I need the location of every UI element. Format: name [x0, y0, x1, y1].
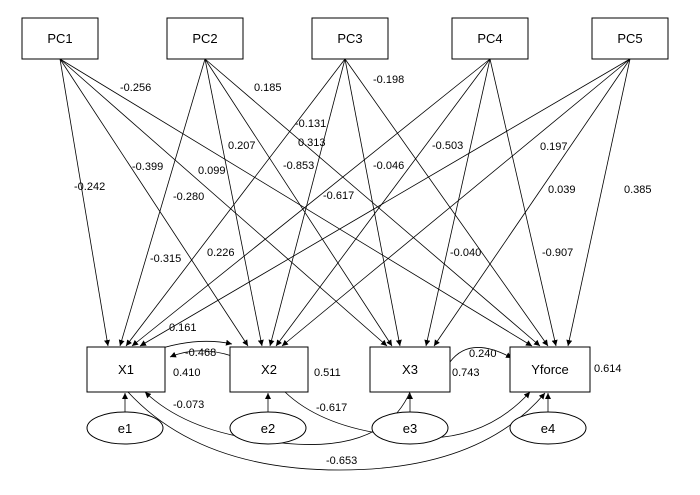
coef-pc2-x1: -0.315	[150, 253, 181, 265]
coef-pc3-yforce: -0.198	[373, 74, 404, 86]
coef-pc3-x3: -0.853	[283, 160, 314, 172]
coef-pc4-x3: -0.046	[373, 160, 404, 172]
arrow-pc5-x1	[139, 58, 631, 347]
yforce-label: Yforce	[531, 362, 569, 377]
coef-pc2-x3: 0.099	[198, 165, 226, 177]
arrow-pc3-x1	[125, 58, 346, 347]
arrow-pc5-yforce	[566, 58, 631, 347]
e4-ellipse	[509, 411, 587, 445]
arrow-pc3-yforce	[344, 58, 549, 347]
coef-pc3-x1: 0.226	[207, 247, 235, 259]
e2-label: e2	[261, 421, 275, 436]
pc2-box	[166, 17, 244, 60]
arrow-pc2-x2	[204, 58, 264, 347]
arrow-x1-yforce-curve	[127, 391, 546, 471]
error-arrows	[122, 393, 551, 412]
pc-path-coefficients: -0.256 0.185 -0.198 -0.131 0.207 0.313 -…	[74, 74, 652, 265]
coef-x3-x1: -0.073	[173, 399, 204, 411]
pc3-box	[311, 17, 389, 60]
coef-pc5-x1: -0.503	[432, 140, 463, 152]
coef-pc4-x1: -0.131	[295, 118, 326, 130]
coef-pc4-x2: -0.617	[323, 190, 354, 202]
pc-box-pc1: PC1	[21, 17, 99, 60]
arrow-pc3-x3	[344, 58, 402, 347]
coef-pc4-x3-second: -0.040	[450, 247, 481, 259]
coef-x2-x1: -0.468	[185, 347, 216, 359]
coef-pc1-x2: -0.399	[132, 161, 163, 173]
coef-pc5-x2: 0.197	[540, 141, 568, 153]
coef-pc2-yforce: 0.185	[254, 82, 282, 94]
pc-box-pc3: PC3	[311, 17, 389, 60]
x1-label: X1	[118, 362, 134, 377]
e3-label: e3	[403, 421, 417, 436]
arrow-pc2-x3	[204, 58, 393, 347]
arrow-x3-yforce-curve	[449, 347, 513, 363]
e1-label: e1	[118, 421, 132, 436]
coef-pc1-x1: -0.242	[74, 181, 105, 193]
arrow-pc4-yforce	[489, 58, 558, 347]
pc-box-pc5: PC5	[591, 17, 669, 60]
coef-pc2-x2: 0.207	[228, 140, 256, 152]
pc4-box	[451, 17, 529, 60]
pc5-box	[591, 17, 669, 60]
coef-pc5-yforce: 0.385	[624, 184, 652, 196]
arrow-pc4-x3	[424, 58, 491, 347]
arrow-pc1-x2	[59, 58, 249, 347]
arrow-pc4-x2	[275, 58, 491, 347]
pc-box-pc2: PC2	[166, 17, 244, 60]
arrow-x2-x1-curve	[169, 350, 233, 358]
e1-ellipse	[86, 411, 164, 445]
r2-x3: 0.743	[452, 367, 480, 379]
coef-x3-yforce: 0.240	[469, 348, 497, 360]
e3-ellipse	[371, 411, 449, 445]
coef-pc3-x2: 0.313	[298, 137, 326, 149]
pc1-label: PC1	[47, 31, 72, 46]
between-coefficients: 0.161 -0.468 0.240 -0.073 -0.617 -0.653	[169, 322, 497, 467]
pc2-label: PC2	[192, 31, 217, 46]
arrow-pc4-x1	[131, 58, 491, 347]
arrow-pc2-x1	[118, 58, 206, 347]
yforce-box	[509, 346, 591, 393]
pc-box-pc4: PC4	[451, 17, 529, 60]
pc4-label: PC4	[477, 31, 502, 46]
coef-x1-yforce: -0.653	[326, 455, 357, 467]
arrow-pc1-x1	[59, 58, 110, 347]
coef-x2-yforce: -0.617	[316, 402, 347, 414]
coef-pc5-x3: 0.039	[548, 184, 576, 196]
pc1-box	[21, 17, 99, 60]
arrow-pc3-x2	[268, 58, 346, 347]
e2-ellipse	[229, 411, 307, 445]
r2-yforce: 0.614	[594, 363, 622, 375]
coef-pc1-yforce: -0.256	[120, 82, 151, 94]
arrow-pc1-yforce	[59, 58, 533, 347]
x2-box	[229, 346, 309, 393]
r2-x2: 0.511	[314, 367, 341, 379]
x1-box	[86, 346, 166, 393]
r2-x1: 0.410	[173, 367, 201, 379]
pc-path-arrows	[59, 58, 631, 347]
coef-x1-x2: 0.161	[169, 322, 197, 334]
arrow-pc5-x2	[281, 58, 631, 347]
e4-label: e4	[541, 421, 555, 436]
r-squared-values: 0.410 0.511 0.743 0.614	[173, 363, 622, 379]
arrow-pc5-x3	[433, 58, 631, 347]
pc5-label: PC5	[617, 31, 642, 46]
x3-box	[369, 346, 451, 393]
arrow-pc1-x3	[59, 58, 388, 347]
pc3-label: PC3	[337, 31, 362, 46]
coef-pc4-yforce: -0.907	[542, 247, 573, 259]
coef-pc1-x3: -0.280	[173, 191, 204, 203]
x2-label: X2	[261, 362, 277, 377]
x3-label: X3	[402, 362, 418, 377]
